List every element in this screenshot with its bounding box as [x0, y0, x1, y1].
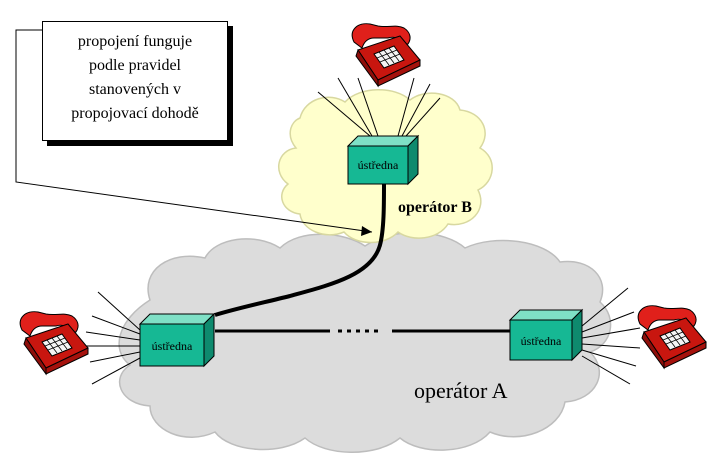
interconnect-link: [214, 182, 386, 317]
operator-a-label: operátor A: [414, 378, 508, 403]
callout-line: podle pravidel: [89, 57, 181, 74]
callout-arrowhead: [361, 226, 372, 236]
exchange-b-label: ústředna: [358, 158, 399, 172]
callout-line: propojení funguje: [77, 33, 193, 50]
callout-box: propojení funguje podle pravidel stanove…: [42, 21, 228, 141]
exchange-a-left: ústředna: [138, 312, 216, 368]
telephone-icon: [351, 23, 421, 87]
telephone-icon: [637, 305, 707, 369]
callout-pointer: [15, 29, 373, 233]
subscriber-lines-a-right: [581, 287, 641, 385]
exchange-a-left-label: ústředna: [152, 339, 193, 353]
callout-line: stanovených v: [89, 81, 181, 98]
telephone-icon: [19, 311, 89, 375]
subscriber-lines-a-left: [85, 291, 141, 385]
exchange-a-right: ústředna: [508, 308, 584, 362]
exchange-b: ústředna: [346, 134, 420, 186]
callout-line: propojovací dohodě: [71, 105, 199, 122]
subscriber-lines-b: [317, 77, 441, 137]
exchange-a-right-label: ústředna: [521, 334, 562, 348]
operator-b-label: operátor B: [398, 199, 472, 216]
